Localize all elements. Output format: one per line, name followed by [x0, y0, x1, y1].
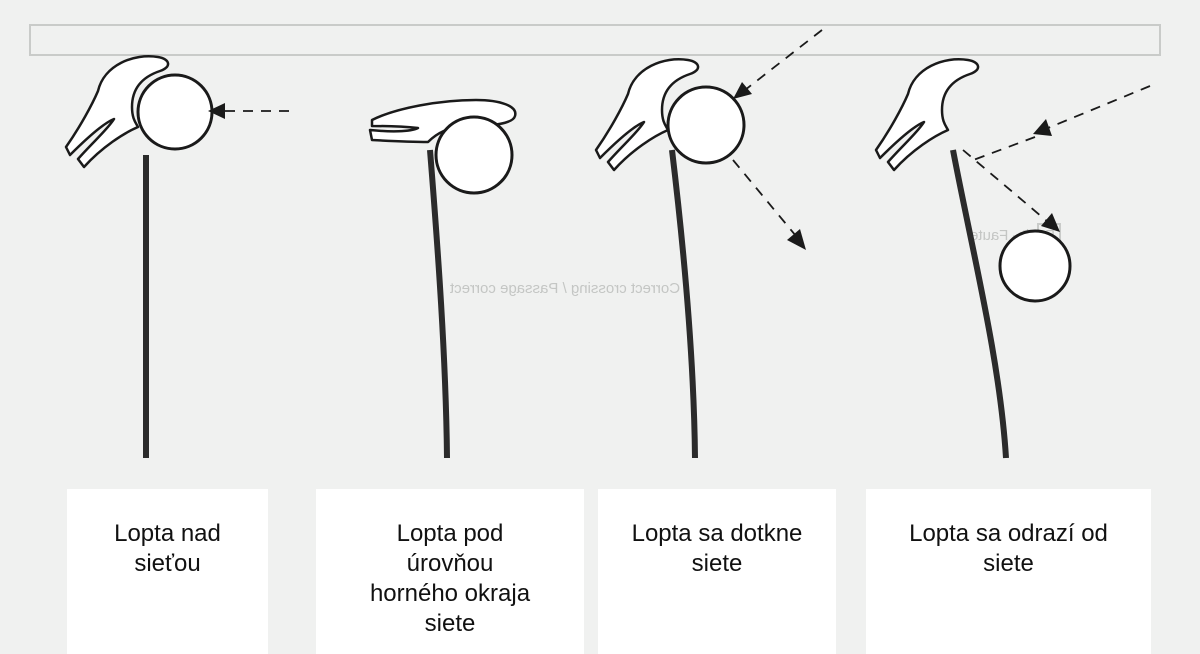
- caption-4: Lopta sa odrazí od siete: [866, 489, 1151, 654]
- caption-4-line-1: Lopta sa odrazí od: [909, 520, 1108, 547]
- caption-3: Lopta sa dotkne siete: [598, 489, 836, 654]
- caption-3-line-2: siete: [691, 550, 743, 577]
- caption-1: Lopta nad sieťou: [67, 489, 268, 654]
- hand-4: [874, 57, 980, 172]
- trajectory-4-out: [962, 149, 1049, 223]
- caption-1-line-1: Lopta nad: [114, 520, 221, 547]
- trajectory-4-to-net: [967, 136, 1036, 163]
- arrowhead-4-out: [1041, 213, 1060, 232]
- panel-1-illustration: [64, 54, 289, 458]
- caption-3-line-1: Lopta sa dotkne: [631, 520, 803, 547]
- ball-2: [434, 115, 514, 195]
- caption-2-line-4: siete: [424, 610, 476, 637]
- faint-background: Fault - Faute Correct crossing / Passage…: [29, 24, 1161, 299]
- arrowhead-3-in: [733, 82, 752, 99]
- net-post-2: [427, 149, 450, 459]
- ball-1: [136, 73, 214, 151]
- panel-3-illustration: [594, 29, 823, 459]
- trajectory-3-out: [732, 159, 797, 237]
- ball-4: [998, 229, 1072, 303]
- faint-frame: [29, 24, 1161, 56]
- caption-2-line-2: úrovňou: [406, 550, 494, 577]
- arrowhead-4-in: [1033, 119, 1052, 136]
- ball-3: [666, 85, 746, 165]
- arrowhead-1: [208, 103, 225, 119]
- net-post-4: [950, 149, 1009, 459]
- caption-2-line-3: horného okraja: [369, 580, 531, 607]
- arrowhead-3-out: [787, 229, 806, 250]
- trajectory-4-in: [1047, 85, 1151, 129]
- net-post-3: [669, 149, 698, 459]
- caption-2-line-1: Lopta pod: [396, 520, 504, 547]
- caption-2: Lopta pod úrovňou horného okraja siete: [316, 489, 584, 654]
- caption-1-line-2: sieťou: [134, 550, 201, 577]
- panel-2-illustration: [368, 98, 517, 459]
- panel-4-illustration: [874, 57, 1151, 459]
- trajectory-3-in: [744, 29, 823, 91]
- caption-4-line-2: siete: [983, 550, 1034, 577]
- faint-text-2: Correct crossing / Passage correct: [449, 280, 680, 297]
